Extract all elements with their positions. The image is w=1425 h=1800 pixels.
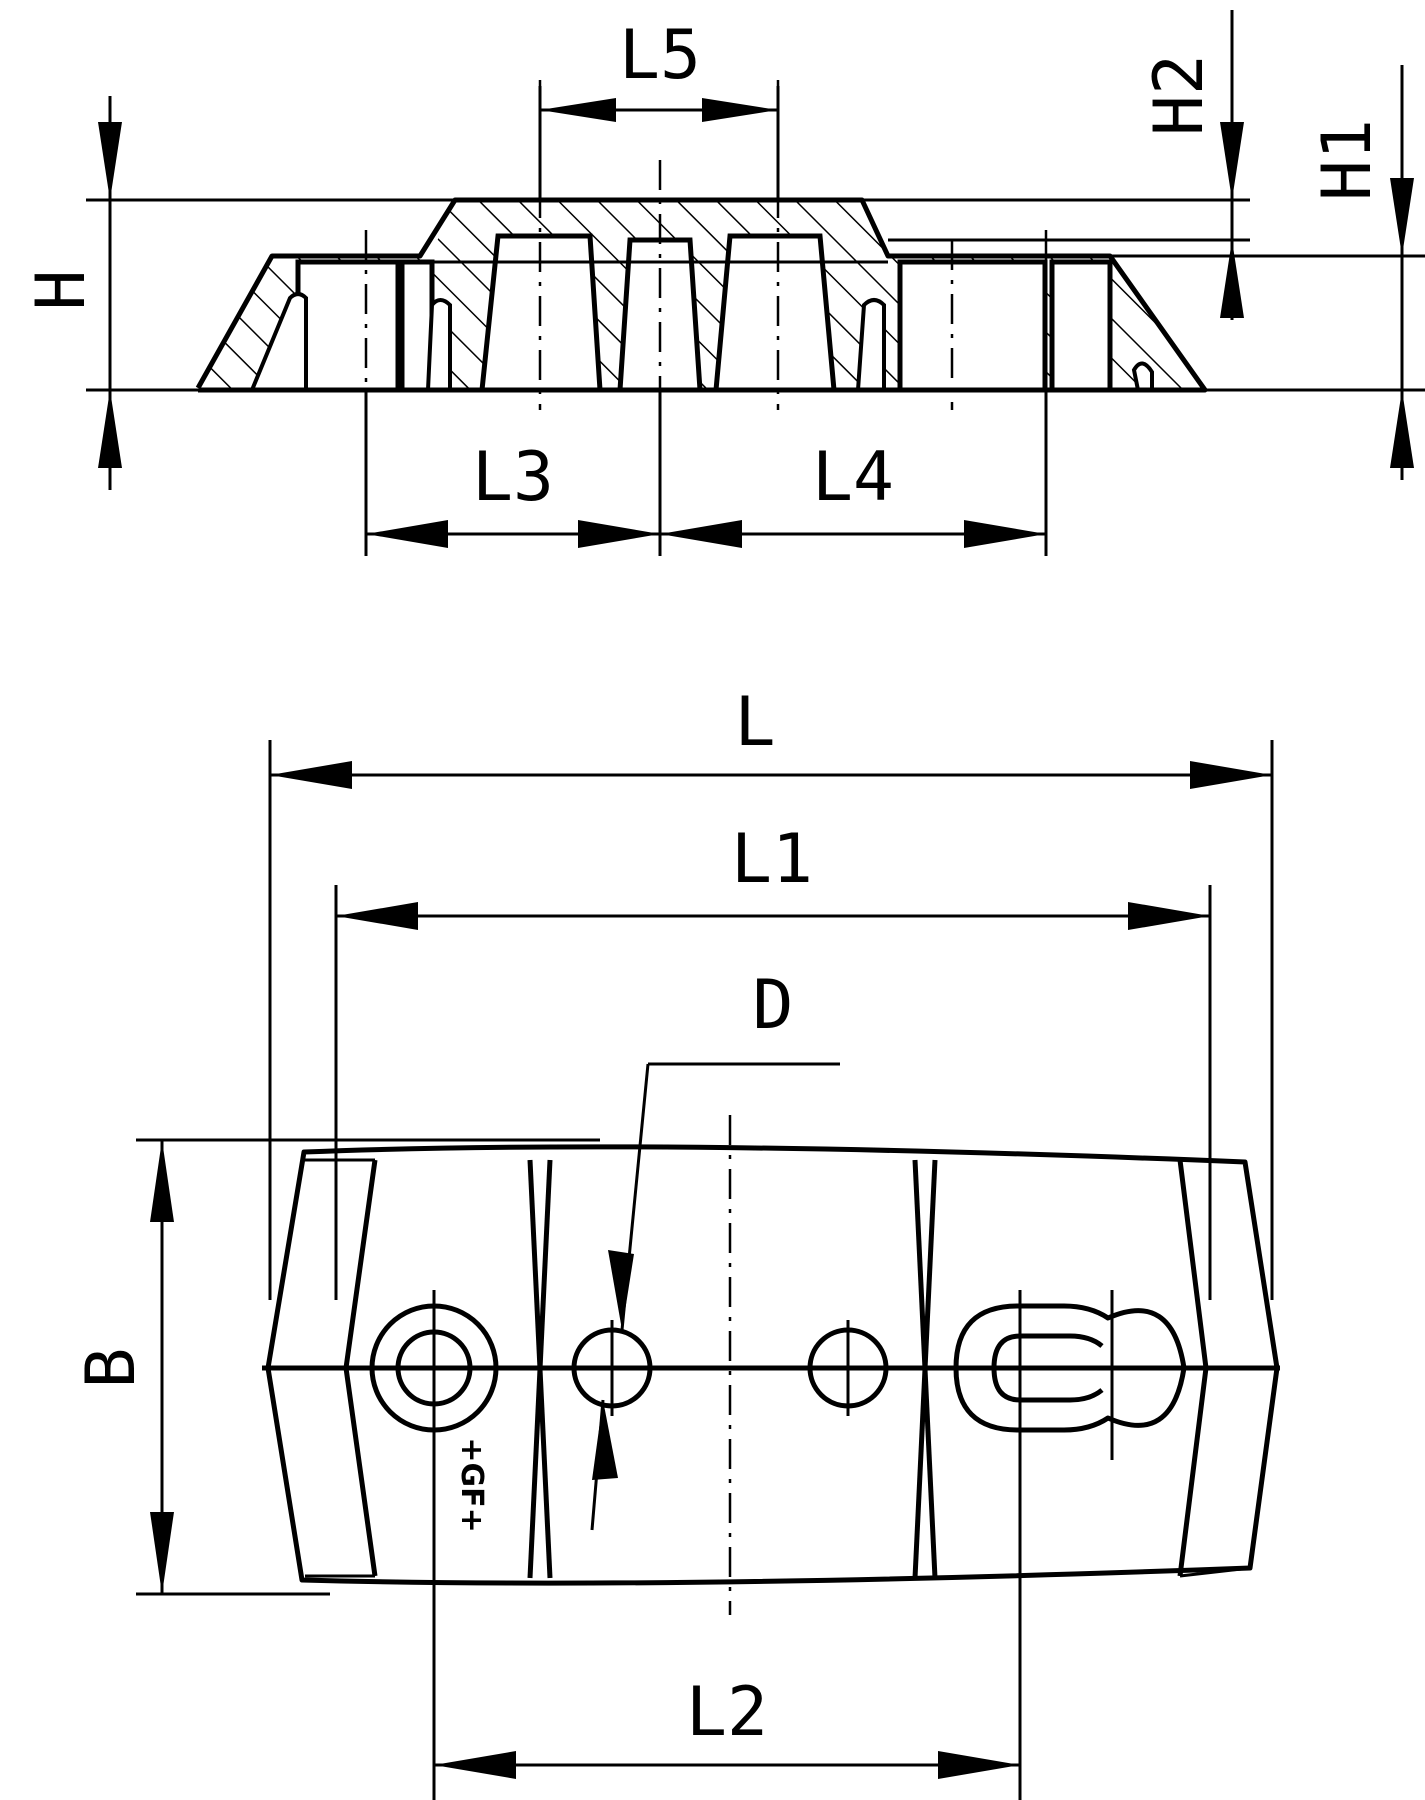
label-H1: H1 [1308, 119, 1387, 201]
label-L2: L2 [686, 1673, 768, 1752]
label-L1: L1 [731, 820, 813, 899]
label-D: D [753, 966, 794, 1045]
label-L3: L3 [472, 438, 554, 517]
label-L: L [735, 683, 776, 762]
label-H2: H2 [1140, 54, 1219, 136]
label-B: B [72, 1348, 151, 1389]
label-L5: L5 [619, 16, 701, 95]
section-view [195, 80, 1208, 410]
keyhole-slot [953, 1303, 1187, 1433]
section-dimensions: H L5 H2 H1 L3 L4 [22, 10, 1425, 556]
label-H: H [22, 270, 101, 311]
plan-view: +GF+ [262, 1115, 1280, 1615]
plan-outline [265, 1144, 1280, 1586]
label-L4: L4 [812, 438, 894, 517]
gf-logo: +GF+ [454, 1437, 489, 1532]
plan-dimensions: L L1 D B L2 [72, 683, 1274, 1800]
